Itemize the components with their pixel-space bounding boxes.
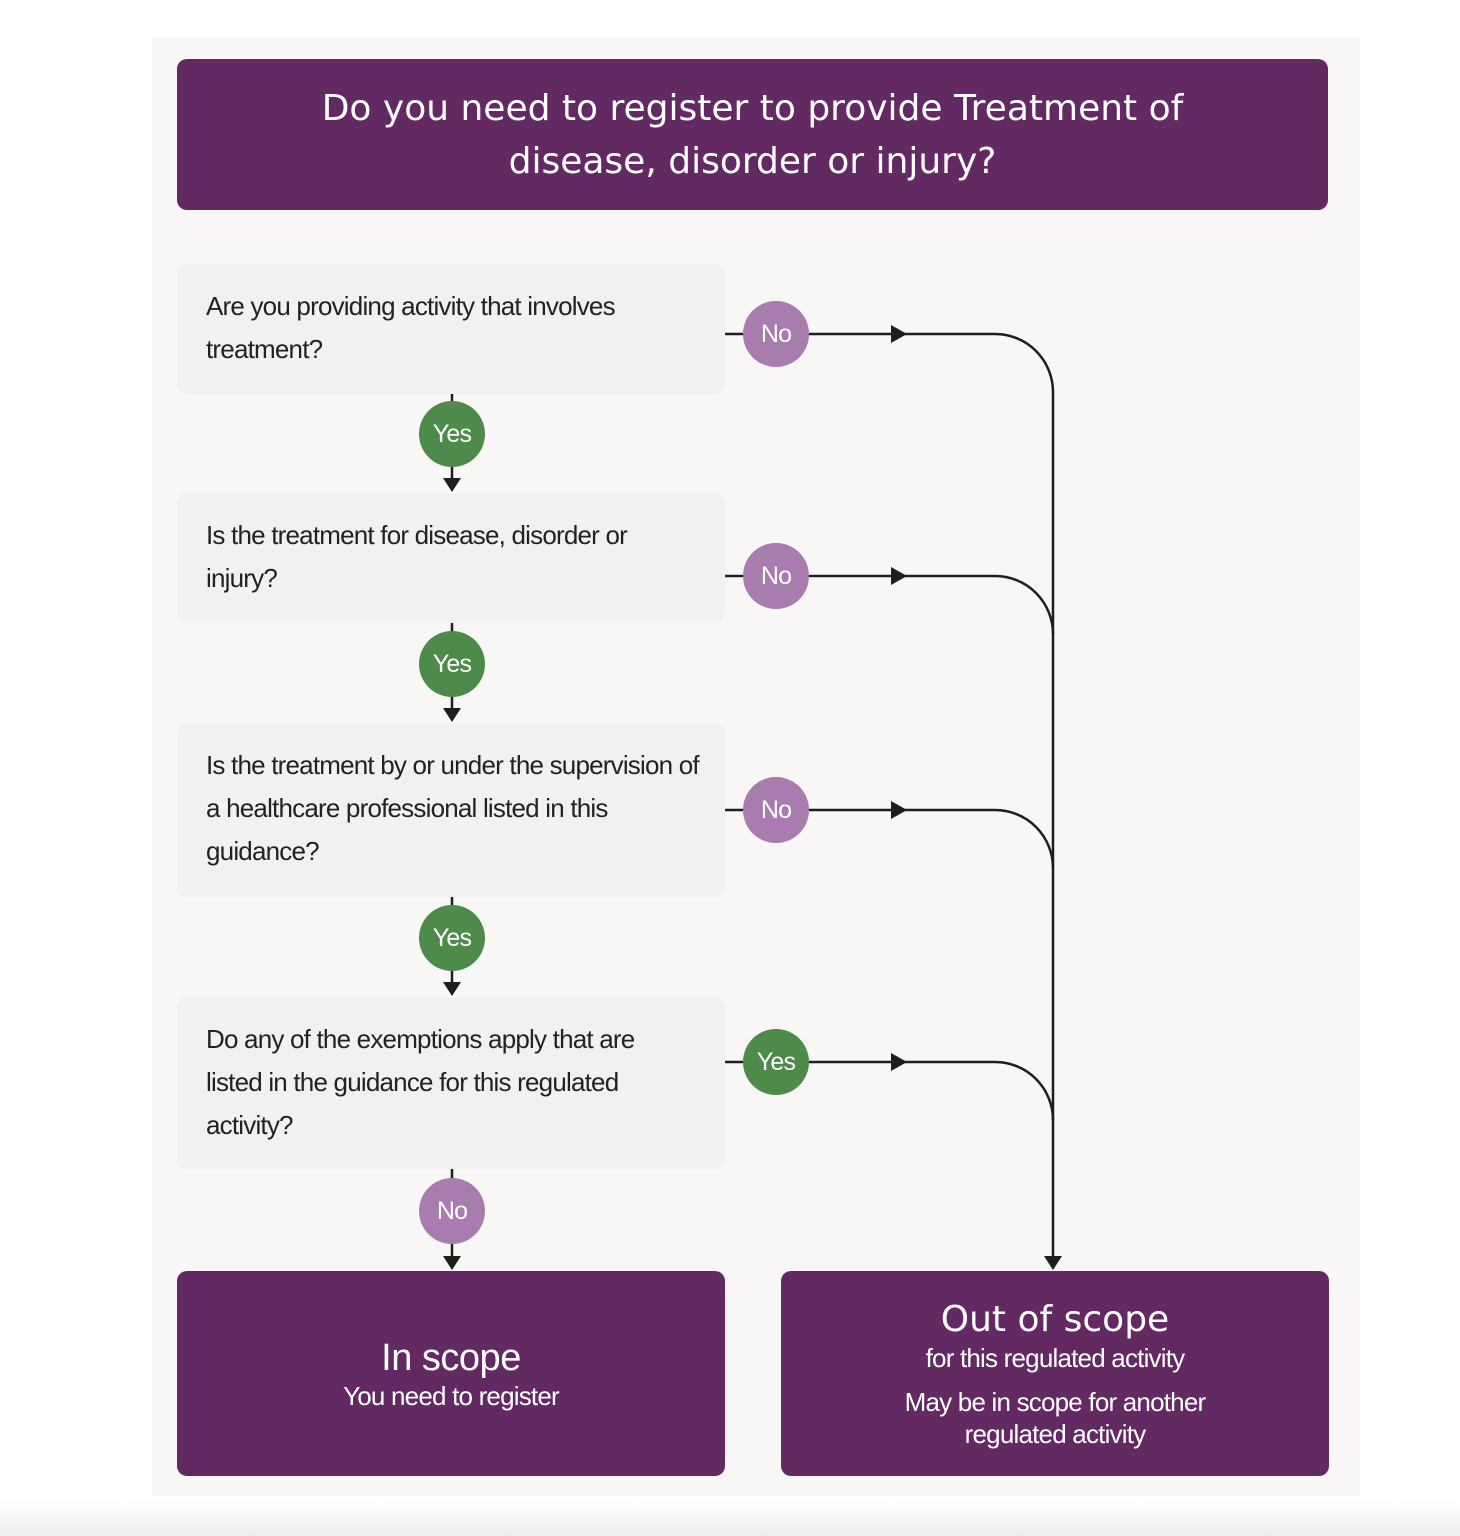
badge-label: No (760, 319, 792, 348)
connector-q1-side (725, 332, 1055, 1258)
connector-q2-side (725, 574, 1055, 635)
badge-label: Yes (432, 923, 472, 952)
title-text: Do you need to register to provide Treat… (321, 87, 1184, 182)
connector-q3-side (725, 808, 1055, 869)
arrowhead-q3-down (443, 982, 461, 996)
question-text: Are you providing activity that involves… (206, 291, 616, 364)
badge-label: No (760, 561, 792, 590)
question-text: Is the treatment for disease, disorder o… (206, 520, 628, 593)
in-scope-box: In scope You need to register (177, 1271, 725, 1476)
arrowhead-out-of-scope (1044, 1256, 1062, 1270)
question-box-1: Are you providing activity that involves… (177, 264, 725, 394)
arrowhead-q4-side (891, 1053, 907, 1071)
badge-label: No (436, 1196, 468, 1225)
yes-badge-q2: Yes (419, 631, 485, 697)
arrowhead-q3-side (891, 801, 907, 819)
badge-label: No (760, 795, 792, 824)
arrowhead-q2-down (443, 708, 461, 722)
badge-label: Yes (756, 1047, 796, 1076)
flowchart-title: Do you need to register to provide Treat… (177, 59, 1328, 210)
no-badge-q1: No (743, 301, 809, 367)
yes-badge-q4: Yes (743, 1029, 809, 1095)
arrowhead-q1-down (443, 478, 461, 492)
no-badge-q2: No (743, 543, 809, 609)
badge-label: Yes (432, 419, 472, 448)
connector-q4-side (725, 1060, 1055, 1121)
question-box-3: Is the treatment by or under the supervi… (177, 723, 725, 897)
question-box-4: Do any of the exemptions apply that are … (177, 997, 725, 1169)
arrowhead-q4-down (443, 1256, 461, 1270)
in-scope-subtitle: You need to register (343, 1380, 560, 1411)
question-text: Is the treatment by or under the supervi… (206, 750, 700, 866)
out-of-scope-box: Out of scope for this regulated activity… (781, 1271, 1329, 1476)
question-box-2: Is the treatment for disease, disorder o… (177, 493, 725, 623)
badge-label: Yes (432, 649, 472, 678)
no-badge-q4: No (419, 1178, 485, 1244)
arrowhead-q2-side (891, 567, 907, 585)
out-of-scope-note: May be in scope for another regulated ac… (904, 1386, 1207, 1449)
yes-badge-q1: Yes (419, 401, 485, 467)
question-text: Do any of the exemptions apply that are … (206, 1024, 635, 1140)
out-of-scope-subtitle: for this regulated activity (925, 1342, 1186, 1373)
out-of-scope-title: Out of scope (940, 1298, 1170, 1340)
in-scope-title: In scope (381, 1336, 521, 1379)
arrowhead-q1-side (891, 325, 907, 343)
no-badge-q3: No (743, 777, 809, 843)
yes-badge-q3: Yes (419, 905, 485, 971)
